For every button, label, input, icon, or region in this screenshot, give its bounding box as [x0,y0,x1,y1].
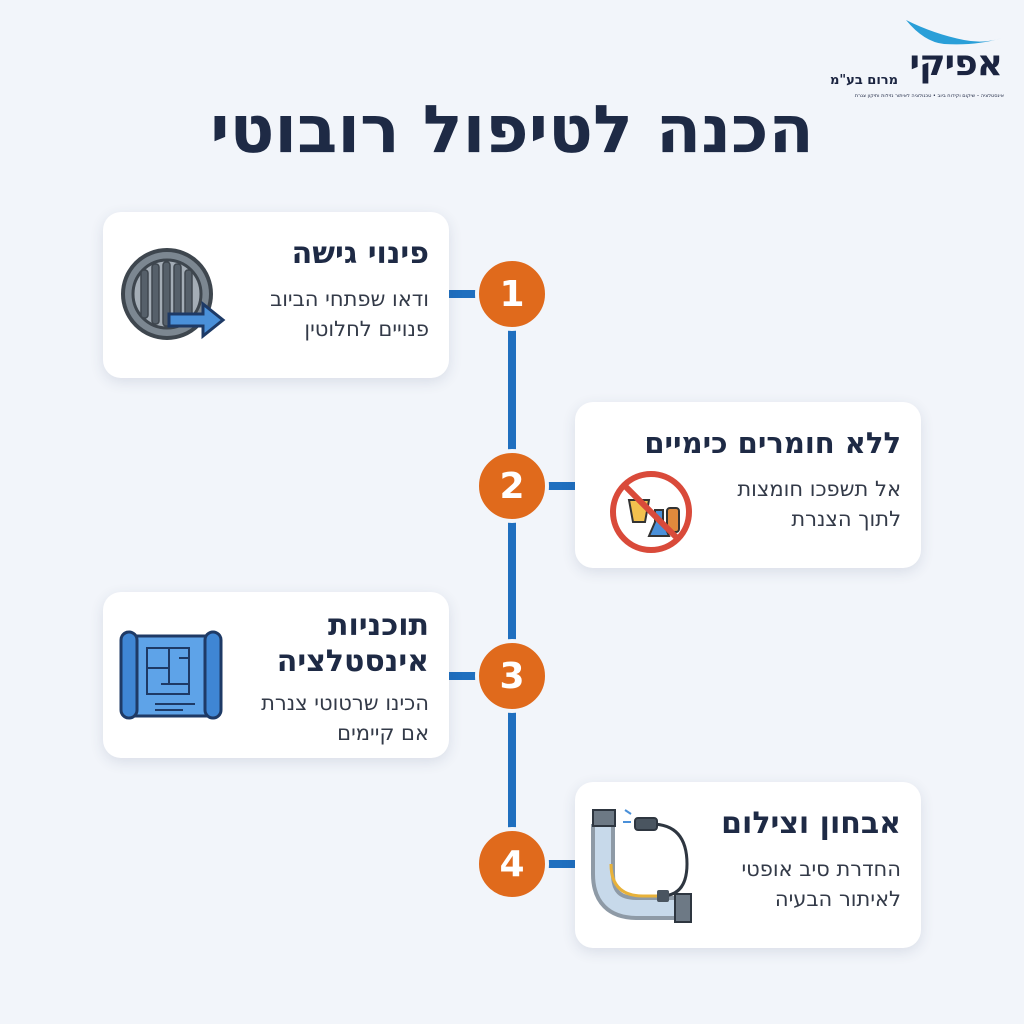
step-title: פינוי גישה [291,236,429,271]
step-card-3: תוכניות אינסטלציה הכינו שרטוטי צנרת אם ק… [103,592,449,758]
step-desc-line: הכינו שרטוטי צנרת [261,691,429,715]
logo-tagline: אינסטלציה – שיקום וקידוח ביוב • טכנולוגי… [854,94,1004,99]
logo-brand: אפיקי [909,43,1003,84]
company-logo: אפיקי מרום בע"מ אינסטלציה – שיקום וקידוח… [826,16,1006,99]
step-number-3: 3 [475,639,549,713]
page-title: הכנה לטיפול רובוטי [210,91,814,168]
step-description: החדרת סיב אופטי לאיתור הבעיה [711,854,901,915]
step-title: ללא חומרים כימיים [644,426,901,460]
step-desc-line: החדרת סיב אופטי [741,857,901,881]
step-title: אבחון וצילום [721,806,901,841]
step-desc-line: אל תשפכו חומצות [737,477,901,501]
step-number-4: 4 [475,827,549,901]
no-chemicals-icon [610,471,692,553]
step-card-4: אבחון וצילום החדרת סיב אופטי לאיתור הבעי… [575,782,921,948]
step-description: הכינו שרטוטי צנרת אם קיימים [239,688,429,749]
step-card-2: ללא חומרים כימיים אל תשפכו חומצות לתוך ה… [575,402,921,568]
step-description: אל תשפכו חומצות לתוך הצנרת [711,474,901,535]
step-card-1: פינוי גישה ודאו שפתחי הביוב פנויים לחלוט… [103,212,449,378]
blueprint-icon [119,630,223,720]
step-desc-line: ודאו שפתחי הביוב [270,287,429,311]
step-title: תוכניות אינסטלציה [276,608,429,679]
pipe-camera-icon [591,809,692,923]
step-desc-line: לתוך הצנרת [791,507,901,532]
step-desc-line: פנויים לחלוטין [304,317,429,342]
timeline-line [508,294,516,864]
step-description: ודאו שפתחי הביוב פנויים לחלוטין [239,284,429,345]
step-number-2: 2 [475,449,549,523]
bird-swoosh-icon [906,20,1002,45]
manhole-arrow-icon [121,248,226,340]
step-desc-line: לאיתור הבעיה [774,887,901,912]
logo-subtitle: מרום בע"מ [830,73,899,88]
step-desc-line: אם קיימים [337,721,429,746]
step-number-1: 1 [475,257,549,331]
